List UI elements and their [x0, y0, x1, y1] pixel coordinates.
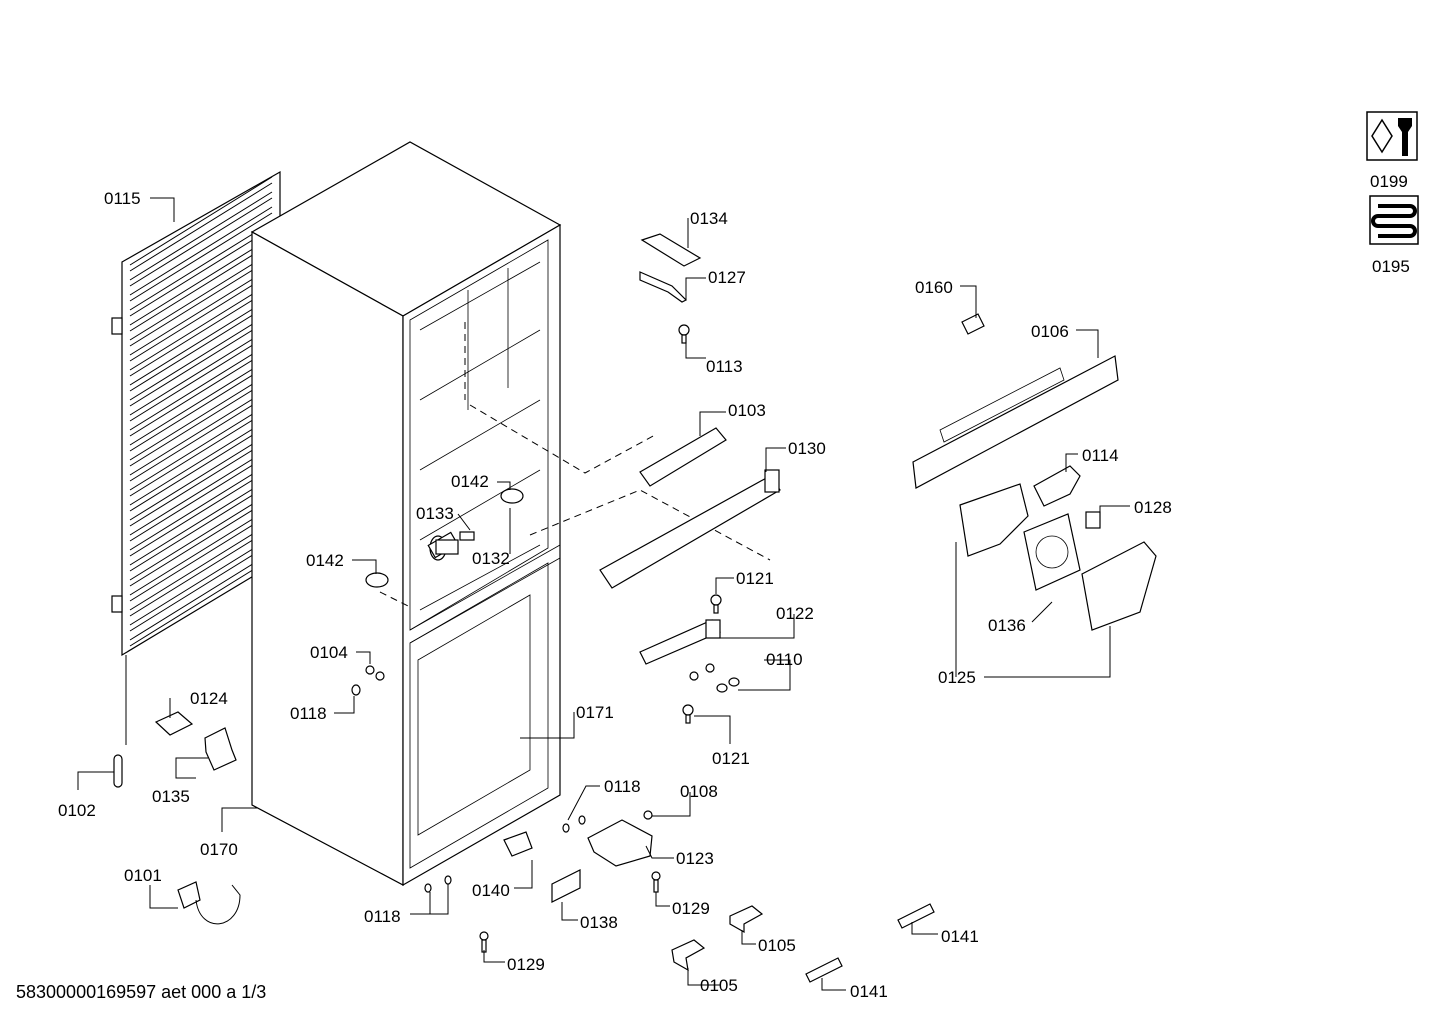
label-0118-bottom: 0118 [364, 907, 401, 926]
label-0195: 0195 [1372, 257, 1410, 276]
label-0142-upper: 0142 [451, 472, 489, 491]
label-0160: 0160 [915, 278, 953, 297]
label-0129-left: 0129 [507, 955, 545, 974]
label-0121-upper: 0121 [736, 569, 774, 588]
assembly-guides [379, 322, 771, 608]
label-0127: 0127 [708, 268, 746, 287]
label-0118-left: 0118 [290, 704, 327, 723]
label-0141-upper: 0141 [941, 927, 979, 946]
label-0106: 0106 [1031, 322, 1069, 341]
label-0129-right: 0129 [672, 899, 710, 918]
label-0105-lower: 0105 [700, 976, 738, 995]
label-0134: 0134 [690, 209, 728, 228]
label-0118-mid: 0118 [604, 777, 641, 796]
label-0141-lower: 0141 [850, 982, 888, 1001]
label-0170: 0170 [200, 840, 238, 859]
label-0115: 0115 [104, 189, 141, 208]
label-0125: 0125 [938, 668, 976, 687]
label-0110: 0110 [766, 650, 803, 669]
label-0104: 0104 [310, 643, 348, 662]
label-0128: 0128 [1134, 498, 1172, 517]
label-0114: 0114 [1082, 446, 1119, 465]
label-0102: 0102 [58, 801, 96, 820]
label-0122: 0122 [776, 604, 814, 623]
label-0123: 0123 [676, 849, 714, 868]
label-0103: 0103 [728, 401, 766, 420]
label-0124: 0124 [190, 689, 228, 708]
label-0121-lower: 0121 [712, 749, 750, 768]
label-0138: 0138 [580, 913, 618, 932]
label-0108: 0108 [680, 782, 718, 801]
part-labels: 0115 0134 0127 0113 0103 0130 0142 0133 … [58, 172, 1410, 1001]
label-0105-upper: 0105 [758, 936, 796, 955]
label-0135: 0135 [152, 787, 190, 806]
label-0132: 0132 [472, 549, 510, 568]
wrench-nut-icon [1366, 111, 1418, 161]
leader-lines [77, 197, 1130, 991]
label-0113: 0113 [706, 357, 743, 376]
coil-icon [1369, 195, 1419, 245]
condenser-coil [111, 170, 281, 745]
label-0101: 0101 [124, 866, 162, 885]
label-0130: 0130 [788, 439, 826, 458]
document-id: 58300000169597 aet 000 a 1/3 [16, 982, 266, 1002]
label-0140: 0140 [472, 881, 510, 900]
cabinet [250, 141, 562, 887]
label-0136: 0136 [988, 616, 1026, 635]
label-0171: 0171 [576, 703, 614, 722]
label-0142-lower: 0142 [306, 551, 344, 570]
label-0133: 0133 [416, 504, 454, 523]
label-0199: 0199 [1370, 172, 1408, 191]
parts [113, 233, 1157, 983]
